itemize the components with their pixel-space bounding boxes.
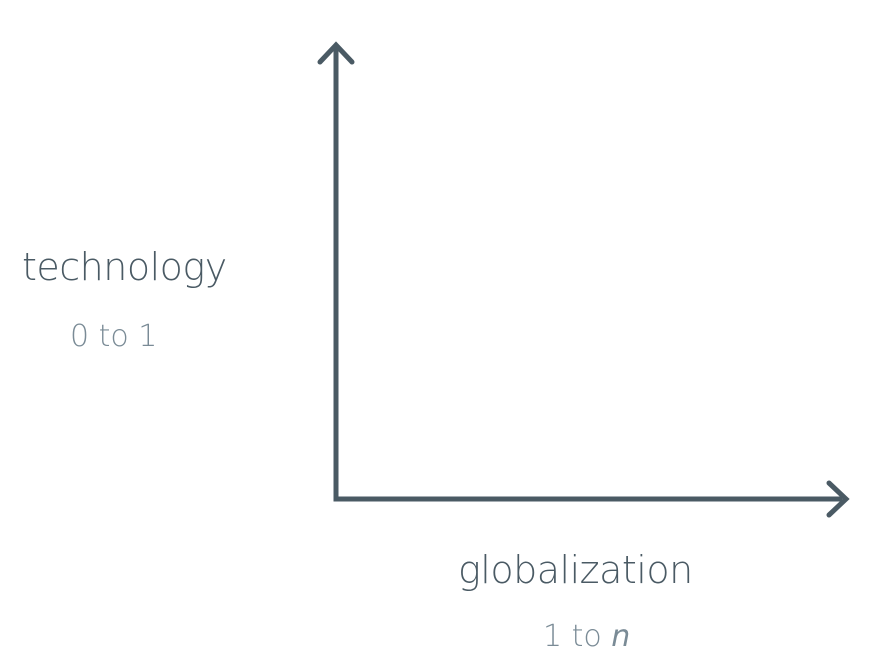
x-axis — [333, 480, 850, 518]
x-axis-range-variable: n — [611, 619, 631, 654]
x-axis-arrowhead — [826, 480, 850, 518]
x-axis-range: 1 to n — [543, 622, 630, 652]
y-axis-range: 0 to 1 — [70, 319, 158, 354]
x-axis-title: globalization — [458, 548, 693, 592]
y-axis — [317, 41, 355, 500]
x-axis-range-prefix: 1 to — [543, 619, 602, 654]
y-axis-title: technology — [22, 245, 227, 289]
y-axis-arrowhead — [317, 41, 355, 65]
